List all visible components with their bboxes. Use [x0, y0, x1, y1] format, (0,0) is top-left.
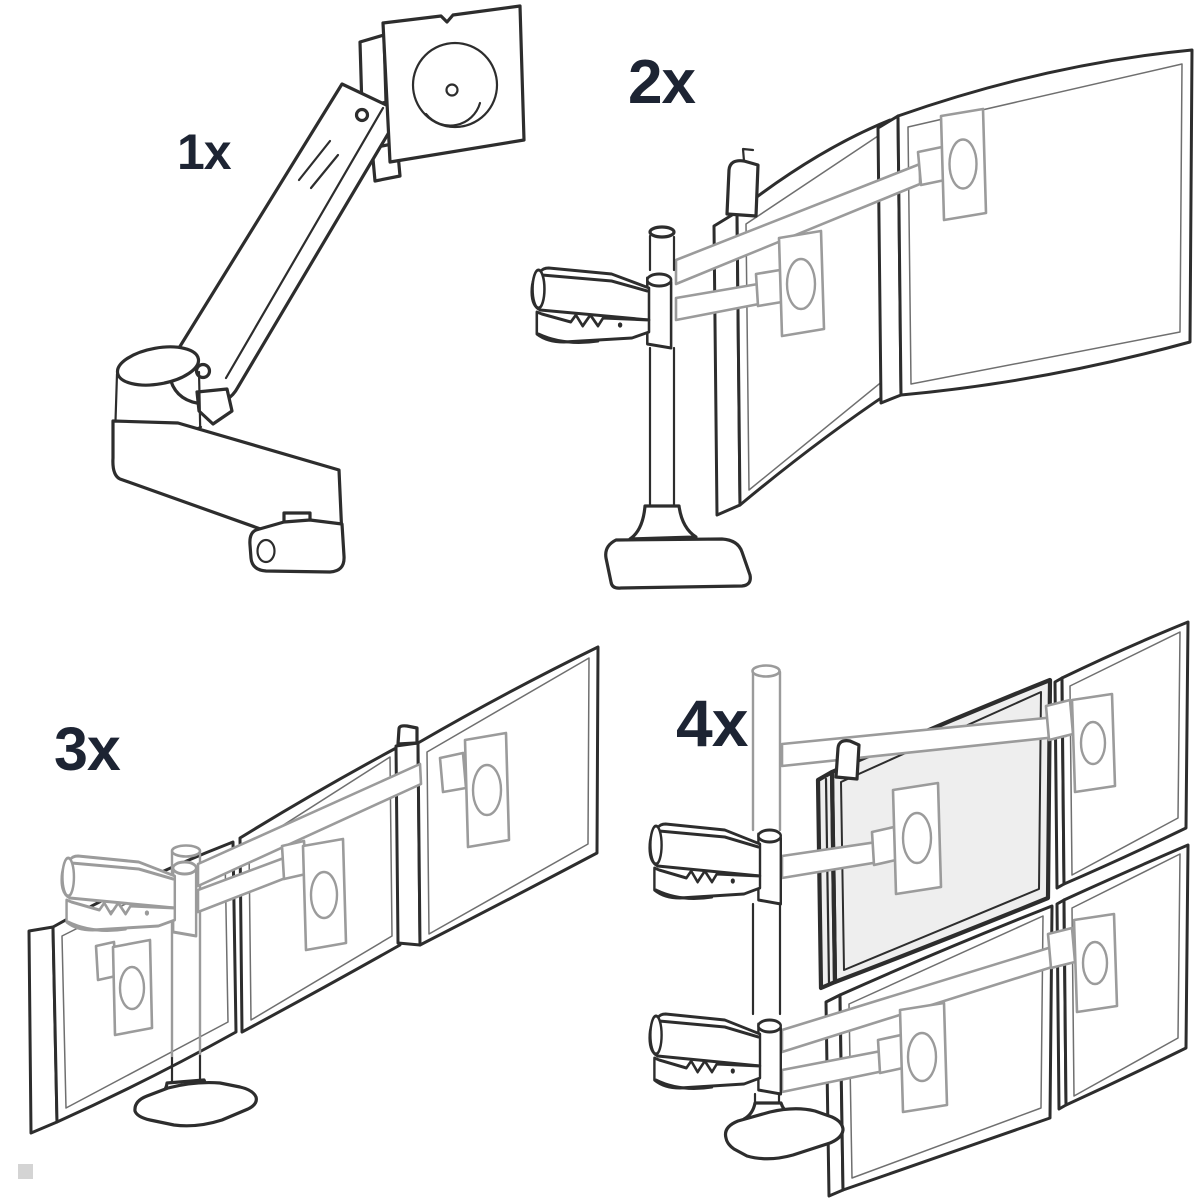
illustration-triple: [27, 645, 600, 1135]
quantity-label-2x: 2x: [628, 48, 696, 117]
illustration-quad: [648, 620, 1190, 1198]
quantity-label-1x: 1x: [177, 124, 232, 180]
watermark-square: [18, 1164, 33, 1179]
quantity-label-4x: 4x: [676, 686, 748, 760]
quantity-label-3x: 3x: [54, 715, 121, 783]
illustration-dual: [530, 48, 1194, 590]
illustration-single-arm: [111, 4, 526, 574]
